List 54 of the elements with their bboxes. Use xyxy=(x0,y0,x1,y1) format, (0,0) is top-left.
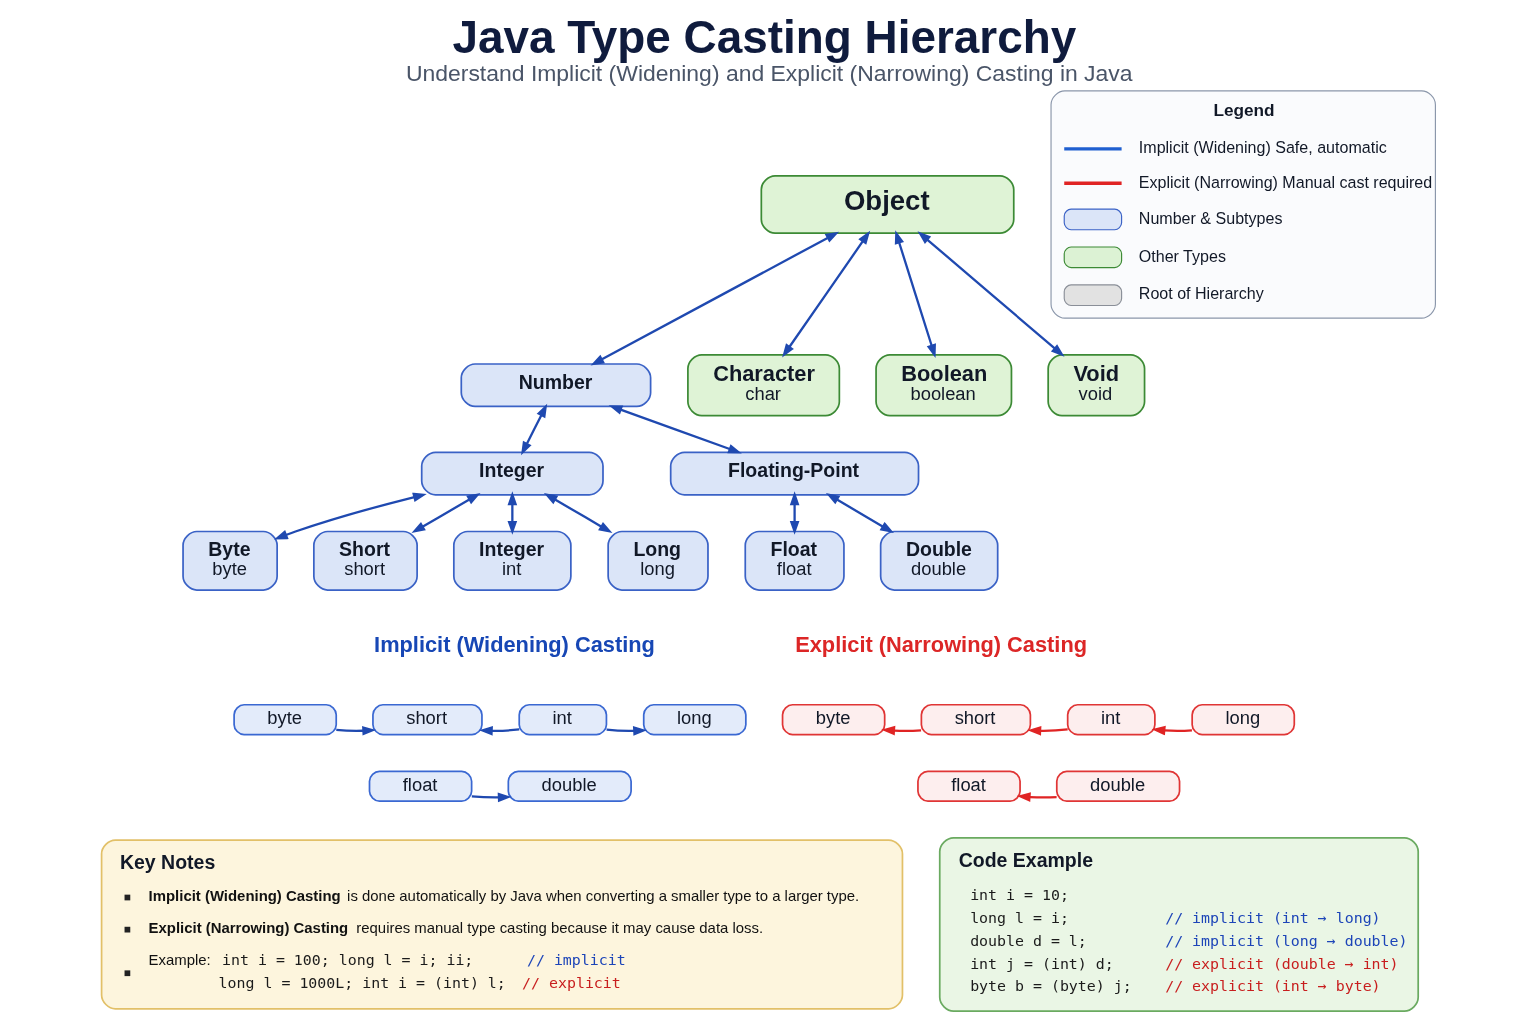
node-box: short xyxy=(371,703,483,736)
node-box: Float float xyxy=(743,530,845,591)
arrow xyxy=(1016,792,1057,802)
label: Implicit (Widening) Casting xyxy=(373,631,655,657)
arrow xyxy=(335,725,376,736)
node-box: Byte byte xyxy=(181,530,278,591)
node-box: double xyxy=(506,770,632,802)
node-box: Floating-Point xyxy=(669,451,919,496)
arrow xyxy=(590,231,839,366)
arrow xyxy=(608,405,742,454)
arrow xyxy=(606,726,647,736)
arrow xyxy=(478,726,519,736)
node-box: Short short xyxy=(312,530,418,591)
legend-label: Implicit (Widening) Safe, automatic xyxy=(1138,138,1387,157)
node-box: float xyxy=(916,770,1021,802)
node-box: Void void xyxy=(1046,353,1145,417)
node-box: Boolean boolean xyxy=(874,353,1012,417)
arrow xyxy=(273,492,427,540)
arrow xyxy=(781,230,870,358)
legend-label: Root of Hierarchy xyxy=(1138,284,1264,303)
node-box: byte xyxy=(781,703,886,736)
node-box: short xyxy=(920,703,1031,736)
node-box: Object xyxy=(759,174,1015,235)
node-box: Integer int xyxy=(452,530,572,591)
arrow xyxy=(917,231,1065,357)
node-box: Code Example int i = 10; long l = i; // implicit (int → long) double d = l; // implicit (long → double) int j = (int) d; // explicit (double → int) byte b = (byte) j; // explicit (int → byte) xyxy=(938,837,1419,1012)
label: Explicit (Narrowing) Casting xyxy=(794,631,1087,657)
arrow xyxy=(520,403,547,456)
node-box: long xyxy=(642,703,747,736)
node-box: double xyxy=(1055,770,1180,802)
node-box: int xyxy=(1066,703,1156,736)
arrow xyxy=(1026,726,1068,736)
legend-label: Explicit (Narrowing) Manual cast required xyxy=(1138,172,1432,191)
node-box: Integer xyxy=(420,451,604,496)
arrow xyxy=(1151,725,1192,736)
arrow xyxy=(471,792,512,803)
arrow xyxy=(543,493,612,534)
legend-label: Number & Subtypes xyxy=(1138,208,1282,227)
arrow xyxy=(789,491,799,535)
arrow xyxy=(825,493,894,534)
arrow xyxy=(894,230,936,358)
label: Legend xyxy=(1212,100,1275,121)
arrow xyxy=(411,493,481,534)
node-box: Long long xyxy=(606,530,709,591)
node-box: Number xyxy=(459,363,651,408)
node-box: byte xyxy=(232,703,337,736)
node-box: Character char xyxy=(686,353,840,417)
node-box: Double double xyxy=(879,530,999,591)
node-box: float xyxy=(368,770,472,802)
node-box: int xyxy=(517,703,607,736)
node-box: Key Notes Implicit (Widening) Casting is done automatically by Java when converting a smaller type to a larger type. Explicit (Narrowing) Casting requires manual type casting because it may cause data loss. Example: int i = 100; long l = i; ii; // implicit long l = 1000L; int i = (int) l; // explicit xyxy=(100,839,903,1010)
arrow xyxy=(880,725,921,736)
node-box: long xyxy=(1190,703,1295,736)
legend-label: Other Types xyxy=(1138,246,1226,265)
